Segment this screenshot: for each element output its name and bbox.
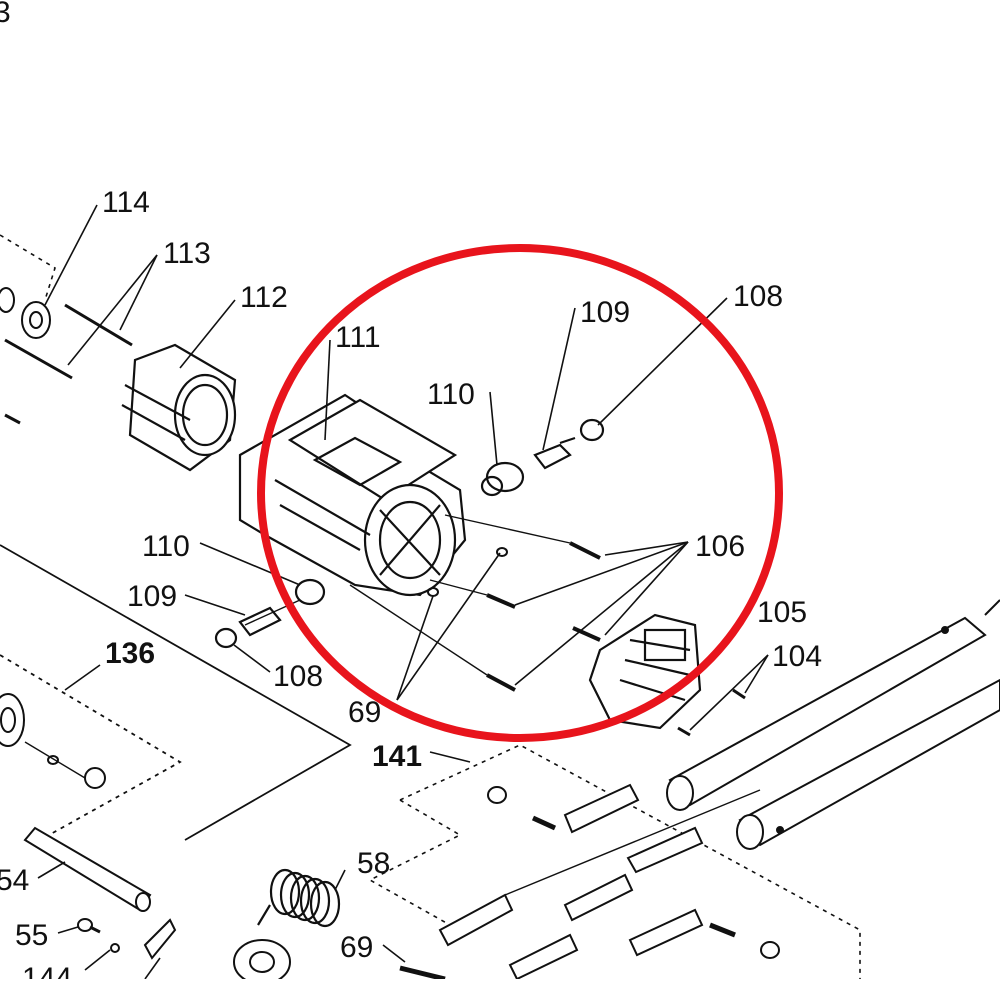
label-55: 55	[15, 919, 48, 952]
label-109-upper: 109	[580, 296, 630, 329]
part-110-bushing-upper	[480, 461, 525, 497]
leader-lines	[37, 204, 769, 980]
label-54: 54	[0, 864, 29, 897]
label-105: 105	[757, 596, 807, 629]
label-108-lower: 108	[273, 660, 323, 693]
part-108-ring-lower	[214, 627, 238, 649]
part-113-screws	[4, 303, 133, 425]
label-69-upper: 69	[348, 696, 381, 729]
assembly-141-parts	[438, 783, 780, 981]
part-69-pin-lower	[399, 965, 446, 982]
label-109-lower: 109	[127, 580, 177, 613]
part-109-clip-lower	[238, 606, 282, 637]
part-110-bushing-lower	[294, 578, 326, 606]
part-55-screw	[77, 918, 177, 960]
part-104-screws	[677, 688, 746, 737]
label-111: 111	[335, 321, 381, 354]
highlight-circle	[257, 244, 783, 742]
part-disc	[233, 939, 291, 984]
label-114: 114	[102, 186, 150, 219]
part-54-rod	[23, 826, 152, 912]
label-110-upper: 110	[427, 378, 475, 411]
part-112-sleeve	[121, 343, 237, 472]
part-105-brush-holder	[588, 613, 702, 730]
label-112: 112	[240, 281, 288, 314]
label-104: 104	[772, 640, 822, 673]
assembly-136-frame	[0, 544, 352, 841]
part-111-motor-housing	[238, 393, 467, 597]
label-58: 58	[357, 847, 390, 880]
label-69-lower: 69	[340, 931, 373, 964]
label-110-lower: 110	[142, 530, 190, 563]
label-corner: 3	[0, 0, 11, 29]
assembly-boundary-upper	[0, 234, 56, 301]
part-109-clip-upper	[533, 436, 576, 470]
label-108-upper: 108	[733, 280, 783, 313]
label-144: 144	[22, 962, 72, 979]
assembly-136-parts	[0, 693, 106, 789]
label-106: 106	[695, 530, 745, 563]
label-113: 113	[163, 237, 211, 270]
assembly-141-boundary	[368, 744, 861, 979]
label-136: 136	[105, 637, 155, 670]
part-tubes	[666, 599, 1000, 850]
part-114-washer	[0, 287, 51, 339]
part-106-screws	[486, 541, 601, 692]
part-108-ring-upper	[579, 418, 605, 442]
label-141: 141	[372, 740, 422, 773]
part-58-spring	[257, 868, 341, 928]
